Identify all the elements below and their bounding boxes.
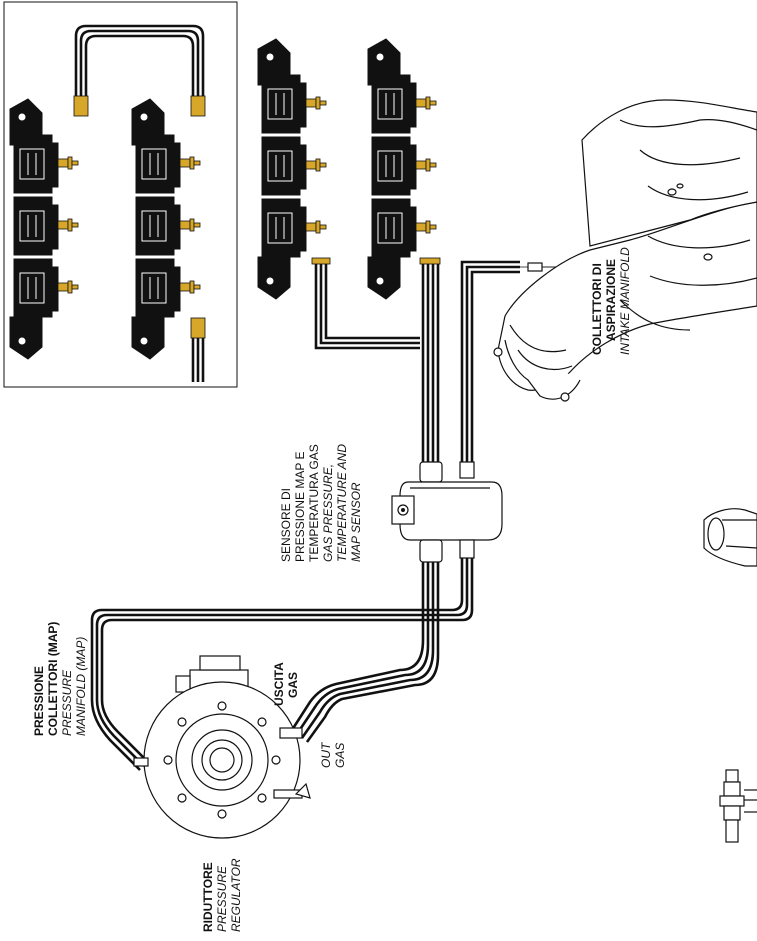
inset-injector-rail-right (132, 99, 200, 359)
sensor-label-it-3: TEMPERATURA GAS (307, 444, 321, 562)
sensor-label-it-2: PRESSIONE MAP E (293, 452, 307, 562)
sensor-to-regulator-hoses (292, 562, 438, 742)
regulator-label-en-1: PRESSURE (215, 865, 229, 932)
sensor-label-it-1: SENSORE DI (279, 488, 293, 562)
sensor-label-en-2: TEMPERATURE AND (335, 444, 349, 562)
map-sensor (392, 462, 502, 562)
map-label-en-2: MANIFOLD (MAP) (74, 637, 88, 736)
sensor-label-en-1: GAS PRESSURE, (321, 464, 335, 562)
label-pressure-regulator: RIDUTTORE PRESSURE REGULATOR (201, 858, 243, 932)
intake-label-en: INTAKE MANIFOLD (618, 247, 632, 355)
label-map-sensor: SENSORE DI PRESSIONE MAP E TEMPERATURA G… (279, 444, 363, 562)
inset-injector-rail-left (10, 99, 78, 359)
map-label-it-2: COLLETTORI (MAP) (46, 622, 60, 736)
gas-out-label-en-1: OUT (319, 741, 333, 768)
intake-label-it-1: COLLETTORI DI (590, 263, 604, 355)
sensor-label-en-3: MAP SENSOR (349, 482, 363, 562)
map-label-en-1: PRESSURE (60, 669, 74, 736)
label-map-pressure: PRESSIONE COLLETTORI (MAP) PRESSURE MANI… (32, 622, 88, 736)
label-gas-out-it: USCITA GAS (272, 662, 300, 706)
inset-connecting-hose (76, 26, 203, 96)
regulator-label-it: RIDUTTORE (201, 862, 215, 932)
small-fitting-bottom-right (720, 770, 757, 842)
gas-out-label-it-1: USCITA (272, 662, 286, 706)
intake-label-it-2: ASPIRAZIONE (604, 259, 618, 341)
gas-out-label-en-2: GAS (333, 743, 347, 768)
label-gas-out-en: OUT GAS (319, 741, 347, 768)
throttle-body-partial (704, 509, 757, 566)
inset-lower-hose (193, 338, 203, 382)
gas-out-label-it-2: GAS (286, 672, 300, 698)
map-label-it-1: PRESSIONE (32, 666, 46, 736)
regulator-label-en-2: REGULATOR (229, 858, 243, 932)
